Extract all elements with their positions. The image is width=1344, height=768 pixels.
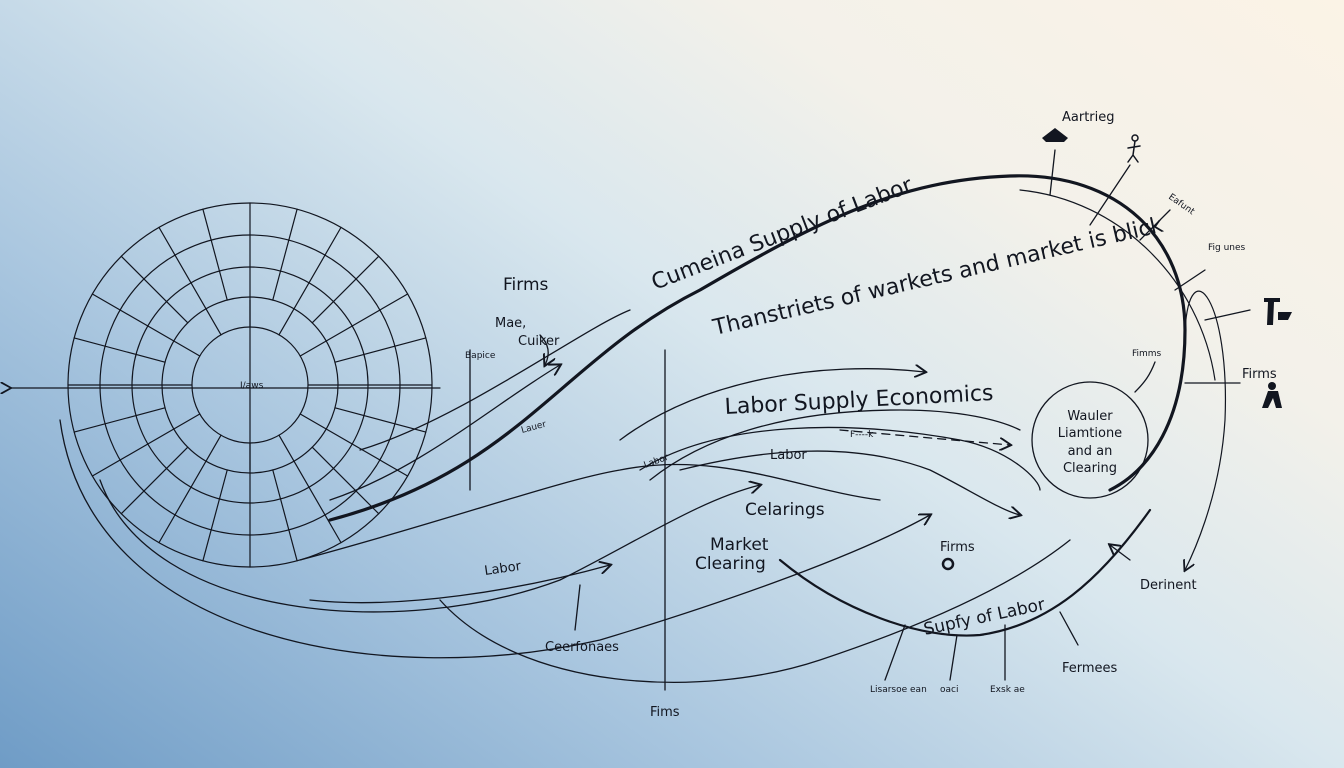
- label-fig-unes: Fig unes: [1208, 243, 1246, 253]
- wheel-center-label: I/aws: [240, 381, 264, 391]
- label-eafunt: Eafunt: [1166, 192, 1196, 217]
- wheel-spoke: [91, 413, 201, 477]
- wheel-spoke: [299, 413, 409, 477]
- wheel-spoke: [158, 434, 222, 544]
- label-celarings: Celarings: [745, 500, 825, 520]
- circle-label-line4: Clearing: [1063, 461, 1117, 476]
- label-bapice: Bapice: [465, 351, 496, 361]
- wheel-spoke: [334, 407, 427, 433]
- wheel-spoke: [91, 293, 201, 357]
- wheel-spoke: [311, 255, 380, 324]
- wheel-spoke: [73, 407, 166, 433]
- label-labor-center: Labor: [770, 448, 807, 463]
- flow-curves: [59, 149, 1251, 691]
- small-circle-icon: [941, 557, 955, 571]
- wheel-spoke: [334, 337, 427, 363]
- label-firms-center: Firms: [940, 540, 975, 555]
- hammer-icon: [1264, 298, 1292, 325]
- house-icon: [1042, 128, 1068, 142]
- wheel-spoke: [202, 469, 228, 562]
- main-supply-curve: [328, 174, 1227, 570]
- label-firms-arrow: F----k: [850, 430, 874, 440]
- label-ceerfonaes: Ceerfonaes: [545, 640, 619, 655]
- wheel-spoke: [272, 208, 298, 301]
- circle-label-line1: Wauler: [1067, 409, 1113, 424]
- label-fermees: Fermees: [1062, 661, 1118, 676]
- label-market: Market: [710, 535, 769, 555]
- person-icon: [1127, 134, 1141, 163]
- wheel-spoke: [272, 469, 298, 562]
- wheel-spoke: [278, 434, 342, 544]
- label-aartrieg: Aartrieg: [1062, 110, 1115, 125]
- wheel-spoke: [278, 226, 342, 336]
- wheel-spoke: [299, 293, 409, 357]
- wheel-spoke: [120, 255, 189, 324]
- label-supply-of-labor-bottom: Supfy of Labor: [922, 595, 1047, 640]
- label-firms-left: Firms: [503, 275, 549, 295]
- label-labor-supply-economics: Labor Supply Economics: [724, 381, 994, 420]
- label-mae: Mae,: [495, 316, 526, 331]
- label-cuiker: Cuiker: [518, 334, 560, 349]
- label-fims-bottom: Fims: [650, 705, 680, 720]
- circle-label-line2: Liamtione: [1058, 426, 1122, 441]
- label-lisarsoe: Lisarsoe ean: [870, 685, 927, 695]
- main-curve-title: Cumeina Supply of Labor: [648, 173, 917, 296]
- circular-wheel: [10, 202, 441, 568]
- wheel-spoke: [73, 337, 166, 363]
- worker-icon: [1262, 382, 1282, 408]
- label-oaci: oaci: [940, 685, 958, 695]
- circle-label-line3: and an: [1068, 444, 1113, 459]
- label-derinent: Derinent: [1140, 578, 1197, 593]
- label-firms-right: Firms: [1242, 367, 1277, 382]
- label-labor-lower: Labor: [483, 559, 522, 579]
- market-clearing-circle: [1031, 381, 1149, 499]
- label-exsk: Exsk ae: [990, 685, 1025, 695]
- label-clearing: Clearing: [695, 554, 766, 574]
- wheel-spoke: [120, 446, 189, 515]
- wheel-spoke: [158, 226, 222, 336]
- wheel-spoke: [202, 208, 228, 301]
- wheel-spoke: [311, 446, 380, 515]
- label-fimms: Fimms: [1132, 349, 1162, 359]
